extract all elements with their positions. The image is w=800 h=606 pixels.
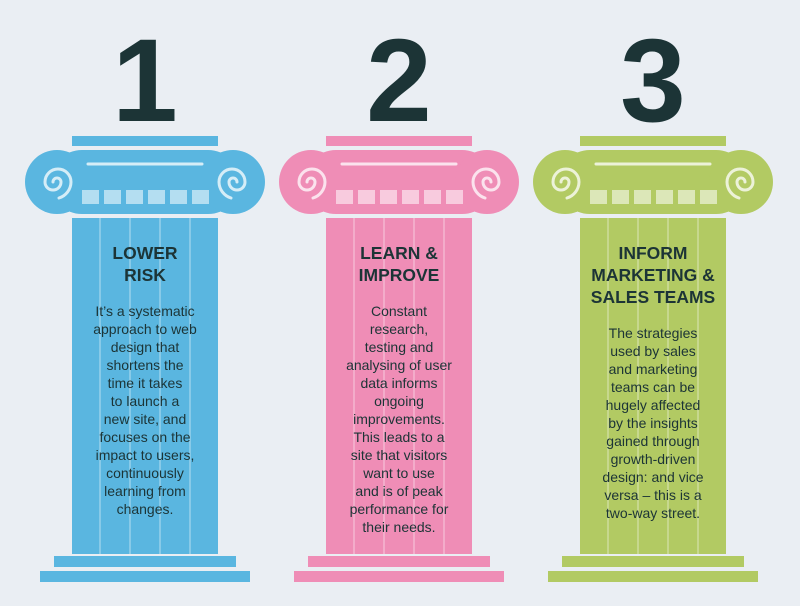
- pillar-base-upper: [308, 556, 490, 567]
- pillar-shaft: INFORM MARKETING & SALES TEAMS The strat…: [580, 218, 726, 554]
- pillar-number: 3: [620, 15, 686, 147]
- pillar-number: 1: [112, 15, 178, 147]
- pillar-description: The strategies used by sales and marketi…: [602, 325, 704, 521]
- pillar-description: Constant research, testing and analysing…: [346, 303, 452, 535]
- capital-top-slab: [72, 136, 218, 146]
- capital-top-slab: [326, 136, 472, 146]
- capital-top-slab: [580, 136, 726, 146]
- pillar-shaft: LEARN & IMPROVE Constant research, testi…: [326, 218, 472, 554]
- pillar-heading: LEARN & IMPROVE: [358, 243, 440, 285]
- capital-scroll-icon: [533, 150, 773, 214]
- pillar-number: 2: [366, 15, 432, 147]
- pillar-3: 3 INFORM MARKETING & SALES TEAMS The str…: [528, 0, 778, 606]
- pillar-description: It’s a systematic approach to web design…: [93, 303, 197, 517]
- pillar-2: 2 LEARN & IMPROVE Constant research, tes…: [274, 0, 524, 606]
- pillar-1: 1 LOWER RISK It’s a systematic approach …: [20, 0, 270, 606]
- pillar-heading: INFORM MARKETING & SALES TEAMS: [590, 243, 716, 307]
- pillar-heading: LOWER RISK: [112, 243, 178, 285]
- pillar-shaft: LOWER RISK It’s a systematic approach to…: [72, 218, 218, 554]
- pillar-base-lower: [548, 571, 758, 582]
- pillar-base-upper: [54, 556, 236, 567]
- capital-scroll-icon: [25, 150, 265, 214]
- pillar-base-lower: [294, 571, 504, 582]
- pillar-base-upper: [562, 556, 744, 567]
- capital-scroll-icon: [279, 150, 519, 214]
- pillar-base-lower: [40, 571, 250, 582]
